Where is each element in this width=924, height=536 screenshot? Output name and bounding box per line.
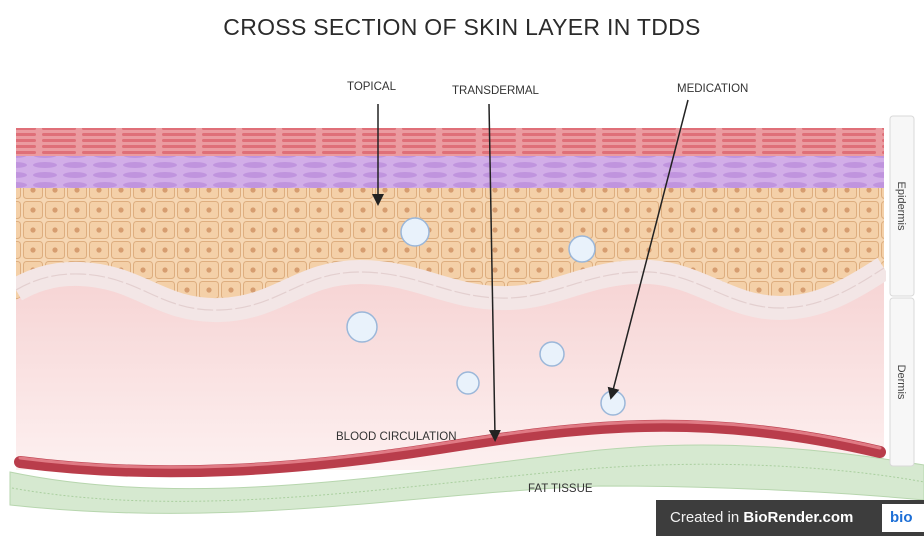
watermark-brand: BioRender.com <box>743 509 853 526</box>
fat-tissue-label: FAT TISSUE <box>528 483 593 495</box>
watermark-prefix: Created in <box>670 509 743 526</box>
transdermal-label: TRANSDERMAL <box>452 85 540 97</box>
blood-circulation-label: BLOOD CIRCULATION <box>336 431 457 443</box>
topical-label: TOPICAL <box>347 81 397 93</box>
biorender-logo: bio <box>882 504 924 532</box>
stratum-corneum-layer <box>16 128 884 156</box>
medication-molecule <box>401 218 429 246</box>
granular-layer <box>16 156 884 188</box>
medication-label: MEDICATION <box>677 83 748 95</box>
dermis-label: Dermis <box>895 365 907 400</box>
medication-molecule <box>457 372 479 394</box>
medication-molecule <box>347 312 377 342</box>
medication-molecule <box>601 391 625 415</box>
medication-molecule <box>569 236 595 262</box>
epidermis-label: Epidermis <box>895 182 907 231</box>
biorender-watermark: Created in BioRender.com bio <box>656 500 924 536</box>
medication-molecule <box>540 342 564 366</box>
